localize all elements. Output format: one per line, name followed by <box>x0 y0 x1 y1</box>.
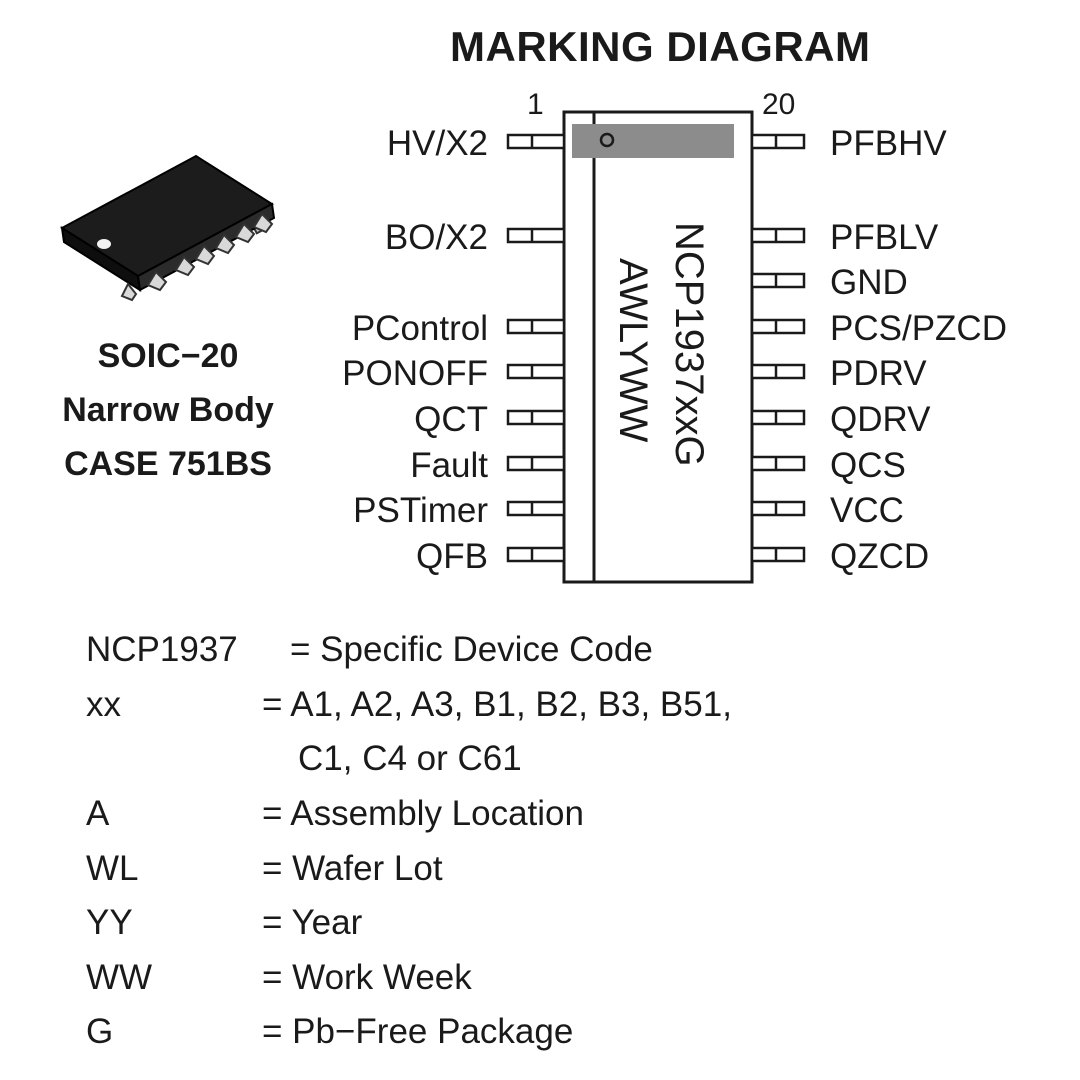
legend-value: = A1, A2, A3, B1, B2, B3, B51, <box>262 685 732 724</box>
legend-value: C1, C4 or C61 <box>298 739 522 778</box>
legend-value: = Wafer Lot <box>262 849 443 888</box>
legend-row: YY = Year <box>86 905 986 941</box>
pin-label-left: HV/X2 <box>386 124 488 163</box>
pin-label-right: QDRV <box>830 400 931 439</box>
marking-line-2: AWLYWW <box>611 258 655 443</box>
legend-row: xx = A1, A2, A3, B1, B2, B3, B51, <box>86 687 986 723</box>
pin-number-last: 20 <box>762 88 796 121</box>
package-case: CASE 751BS <box>64 445 272 483</box>
legend-row: C1, C4 or C61 <box>86 741 986 777</box>
pin-label-left: PSTimer <box>353 491 488 530</box>
pin1-dot <box>599 132 615 148</box>
legend-row: WL = Wafer Lot <box>86 851 986 887</box>
legend-row: A = Assembly Location <box>86 796 986 832</box>
legend-key: NCP1937 <box>86 630 238 669</box>
pin-label-left: PControl <box>351 309 488 348</box>
legend-row: WW = Work Week <box>86 960 986 996</box>
legend-value: = Specific Device Code <box>290 630 653 669</box>
pin-label-right: GND <box>830 263 908 302</box>
legend-value: = Pb−Free Package <box>262 1012 574 1051</box>
pin-label-right: VCC <box>830 491 904 530</box>
left-pin-stubs <box>506 133 566 563</box>
legend-key: xx <box>86 685 121 724</box>
legend-key: WL <box>86 849 139 888</box>
pin-label-left: Fault <box>410 446 488 485</box>
pin-label-right: QZCD <box>830 537 930 576</box>
legend-row: NCP1937 = Specific Device Code <box>86 632 986 668</box>
marking-line-1: NCP1937xxG <box>667 222 711 467</box>
legend-value: = Work Week <box>262 958 472 997</box>
package-name: SOIC−20 <box>97 337 239 375</box>
pin-label-left: PONOFF <box>342 354 488 393</box>
legend-key: G <box>86 1012 114 1051</box>
pin-label-left: QCT <box>414 400 488 439</box>
pin-label-right: PCS/PZCD <box>830 309 1007 348</box>
pin-label-left: BO/X2 <box>384 218 488 257</box>
diagram-title: MARKING DIAGRAM <box>450 23 871 70</box>
pin-label-right: QCS <box>830 446 906 485</box>
legend-row: G = Pb−Free Package <box>86 1014 986 1050</box>
legend-key: A <box>86 794 110 833</box>
right-pin-stubs <box>750 133 806 563</box>
legend-value: = Assembly Location <box>262 794 584 833</box>
pin-label-right: PDRV <box>830 354 927 393</box>
legend-key: WW <box>86 958 153 997</box>
legend-key: YY <box>86 903 133 942</box>
ic-outline <box>562 110 754 584</box>
pin-label-right: PFBHV <box>830 124 947 163</box>
pin-number-first: 1 <box>527 88 544 121</box>
pin-label-right: PFBLV <box>830 218 939 257</box>
legend-value: = Year <box>262 903 363 942</box>
soic-package-illustration <box>60 154 276 302</box>
pin1-marker-band <box>572 124 734 158</box>
package-body: Narrow Body <box>62 391 274 429</box>
pin-label-left: QFB <box>416 537 488 576</box>
